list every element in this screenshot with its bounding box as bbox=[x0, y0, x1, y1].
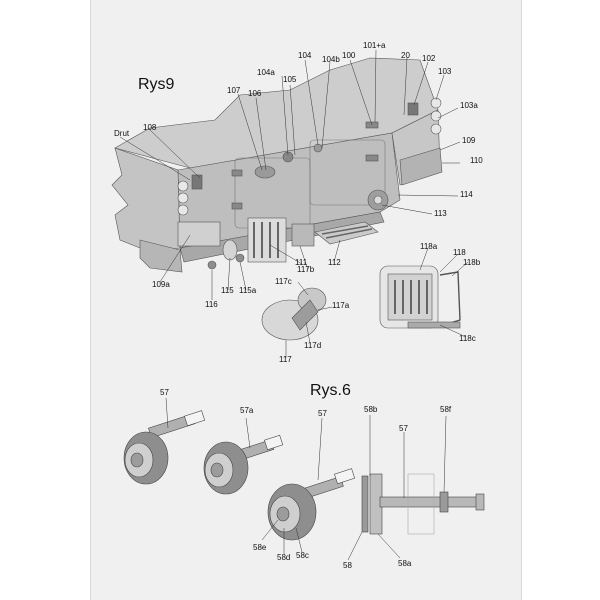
part-label: 103 bbox=[438, 67, 452, 76]
part-label: 117 bbox=[279, 355, 292, 364]
part-label: 117a bbox=[332, 301, 350, 310]
part-label: 117b bbox=[297, 265, 315, 274]
wheel-exploded-side-view bbox=[361, 473, 485, 535]
wheel-assemblies bbox=[123, 410, 485, 541]
part-115 bbox=[222, 239, 238, 261]
part-label: 112 bbox=[328, 258, 341, 267]
wheel-ghost bbox=[407, 473, 435, 535]
right-light-cluster bbox=[407, 97, 442, 135]
part-label: 57a bbox=[240, 406, 254, 415]
part-label: 117d bbox=[304, 341, 322, 350]
part-label: 117c bbox=[275, 277, 292, 286]
part-label: 105 bbox=[283, 75, 297, 84]
axle-57 bbox=[379, 496, 481, 508]
door-hinge bbox=[231, 169, 243, 177]
grille-112 bbox=[314, 221, 379, 245]
grille-111 bbox=[247, 217, 287, 263]
part-label: 58 bbox=[343, 561, 352, 570]
part-117d-arm bbox=[291, 299, 319, 331]
part-label: 107 bbox=[227, 86, 241, 95]
part-label: 57 bbox=[318, 409, 327, 418]
front-armor-panel bbox=[399, 147, 443, 186]
part-label: 118b bbox=[463, 258, 481, 267]
vision-block-107 bbox=[254, 165, 276, 179]
wheel-57 bbox=[123, 410, 206, 485]
part-label: 58c bbox=[296, 551, 309, 560]
part-label: 118a bbox=[420, 242, 438, 251]
part-label: 106 bbox=[248, 89, 262, 98]
axle-tip bbox=[184, 410, 206, 427]
wheel-57a bbox=[203, 434, 284, 495]
hull-assembly bbox=[111, 57, 443, 273]
hub bbox=[210, 462, 224, 478]
leader-lines-lower bbox=[165, 397, 447, 561]
part-label: 104a bbox=[257, 68, 275, 77]
part-label: 116 bbox=[205, 300, 218, 309]
hull-door-right bbox=[309, 139, 386, 206]
part-label: 58f bbox=[440, 405, 452, 414]
part-label: 113 bbox=[434, 209, 447, 218]
left-light-cluster bbox=[177, 174, 203, 216]
figure-title-rys9: Rys9 bbox=[138, 76, 175, 93]
part-label: 114 bbox=[460, 190, 473, 199]
part-label: 103a bbox=[460, 101, 478, 110]
axle-tip-58f bbox=[439, 491, 449, 513]
wheel-58 bbox=[267, 468, 356, 541]
hub-113-center bbox=[373, 195, 383, 205]
part-label: 57 bbox=[160, 388, 169, 397]
part-label: 118 bbox=[453, 248, 466, 257]
part-label: 109 bbox=[462, 136, 476, 145]
part-label: 104 bbox=[298, 51, 312, 60]
part-label: 109a bbox=[152, 280, 170, 289]
figure-title-rys6: Rys.6 bbox=[310, 382, 351, 399]
door-hinge bbox=[365, 154, 379, 162]
part-116 bbox=[207, 260, 217, 270]
axle-tip bbox=[264, 434, 284, 451]
part-label: 57 bbox=[399, 424, 408, 433]
part-118c-foot bbox=[407, 321, 461, 329]
door-hinge bbox=[231, 202, 243, 210]
part-label: 102 bbox=[422, 54, 436, 63]
part-label: Drut bbox=[114, 129, 130, 138]
part-label: 118c bbox=[459, 334, 476, 343]
part-label: 58e bbox=[253, 543, 267, 552]
leader-lines-upper bbox=[119, 49, 469, 358]
bracket-109a bbox=[177, 221, 221, 247]
handle-104b bbox=[313, 143, 323, 153]
part-label: 100 bbox=[342, 51, 356, 60]
axle-end bbox=[475, 493, 485, 511]
axle-tip bbox=[334, 468, 356, 485]
part-label: 58d bbox=[277, 553, 291, 562]
part-label: 104b bbox=[322, 55, 340, 64]
part-label: 58a bbox=[398, 559, 412, 568]
part-118b-frame bbox=[439, 271, 461, 327]
part-label: 115 bbox=[221, 286, 234, 295]
plate-111 bbox=[291, 223, 315, 247]
wheel-disc-58b bbox=[361, 475, 369, 533]
hub bbox=[130, 452, 144, 468]
part-115a bbox=[235, 253, 245, 263]
part-label: 108 bbox=[143, 123, 157, 132]
part-label: 20 bbox=[401, 51, 410, 60]
part-label: 58b bbox=[364, 405, 378, 414]
part-118-assembly bbox=[379, 265, 461, 329]
part-label: 111 bbox=[295, 258, 308, 267]
part-label: 101+a bbox=[363, 41, 386, 50]
part-label: 110 bbox=[470, 156, 483, 165]
hull-end-face bbox=[111, 147, 181, 253]
hub bbox=[276, 506, 290, 522]
part-label: 115a bbox=[239, 286, 257, 295]
part-117-assembly bbox=[261, 287, 327, 341]
